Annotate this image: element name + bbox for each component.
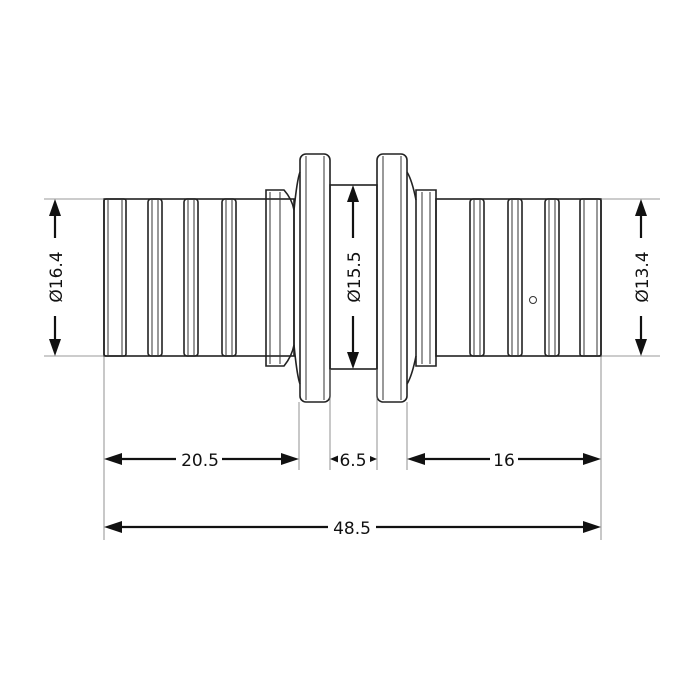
dimension-right-length: 16 xyxy=(407,449,601,471)
right-barb-section xyxy=(415,189,602,367)
extension-lines xyxy=(44,198,660,540)
right-end-ring xyxy=(579,198,602,357)
center-diameter-label: Ø15.5 xyxy=(345,251,365,302)
dimension-right-diameter: Ø13.4 xyxy=(631,199,653,356)
dimension-total-length: 48.5 xyxy=(104,517,601,539)
left-barb-section xyxy=(103,189,295,367)
left-shoulder xyxy=(265,189,295,367)
left-barb-ring-1 xyxy=(147,198,163,357)
left-barb-ring-2 xyxy=(183,198,199,357)
dimension-left-length: 20.5 xyxy=(104,449,299,471)
pipe-coupling xyxy=(103,153,602,403)
right-shoulder xyxy=(415,189,437,367)
left-collar xyxy=(293,153,331,403)
center-length-label: 6.5 xyxy=(339,451,366,471)
right-barb-ring-1 xyxy=(469,198,485,357)
right-length-label: 16 xyxy=(493,451,515,471)
dimension-center-diameter: Ø15.5 xyxy=(343,185,365,369)
right-barb-ring-2 xyxy=(507,198,523,357)
left-diameter-label: Ø16.4 xyxy=(47,251,67,302)
dimension-center-length: 6.5 xyxy=(330,449,377,471)
dimension-left-diameter: Ø16.4 xyxy=(45,199,67,356)
total-length-label: 48.5 xyxy=(333,519,371,539)
marking-dot xyxy=(529,296,537,304)
left-length-label: 20.5 xyxy=(181,451,219,471)
left-end-ring xyxy=(103,198,127,357)
right-barb-ring-3 xyxy=(544,198,560,357)
right-collar xyxy=(376,153,417,403)
left-barb-ring-3 xyxy=(221,198,237,357)
right-diameter-label: Ø13.4 xyxy=(633,251,653,302)
